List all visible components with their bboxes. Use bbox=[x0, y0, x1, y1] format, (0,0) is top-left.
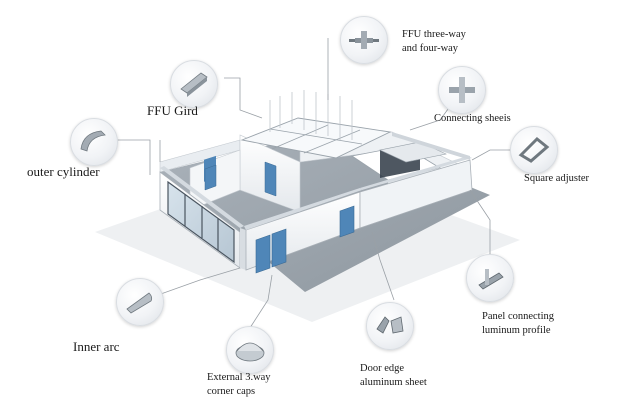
label-panel-connecting: Panel connecting luminum profile bbox=[482, 310, 554, 338]
ffu-grid-profile-icon bbox=[170, 60, 218, 108]
inner-arc-icon bbox=[116, 278, 164, 326]
label-line: FFU three-way bbox=[402, 29, 466, 40]
right-outer-wall bbox=[359, 159, 473, 229]
ceiling-panels bbox=[240, 117, 392, 159]
label-external-caps: External 3.way corner caps bbox=[207, 371, 271, 399]
label-line: aluminum sheet bbox=[360, 377, 427, 389]
label-line: Panel connecting bbox=[482, 311, 555, 322]
inner-door-2 bbox=[264, 161, 277, 197]
label-inner-arc: Inner arc bbox=[73, 339, 120, 354]
label-door-edge: Door edge aluminum sheet bbox=[360, 362, 427, 390]
leader-lines bbox=[100, 38, 510, 335]
back-right-outer-wall bbox=[392, 132, 470, 160]
label-line: and four-way bbox=[402, 43, 459, 55]
front-door-1 bbox=[255, 234, 271, 274]
ffu-joint-icon bbox=[340, 16, 388, 64]
panel-profile-icon bbox=[466, 254, 514, 302]
label-line: corner caps bbox=[207, 386, 256, 398]
right-outer-wall-top bbox=[360, 156, 472, 190]
label-line: External 3.way bbox=[207, 372, 271, 383]
outer-cylinder-icon bbox=[70, 118, 118, 166]
corner-cap-icon bbox=[226, 326, 274, 374]
front-left-wall-top bbox=[160, 166, 244, 228]
label-line: luminum profile bbox=[482, 325, 551, 337]
inner-door-1b bbox=[204, 164, 217, 191]
front-door-3 bbox=[339, 205, 355, 238]
door-edge-icon bbox=[366, 302, 414, 350]
cross-connector-icon bbox=[438, 66, 486, 114]
square-adjuster-icon bbox=[510, 126, 558, 174]
front-right-wall-top bbox=[244, 188, 362, 230]
label-outer-cylinder: outer cylinder bbox=[27, 164, 100, 179]
front-door-2 bbox=[271, 228, 287, 268]
front-corner bbox=[240, 228, 246, 270]
ceiling-hangers bbox=[269, 90, 353, 140]
label-square-adjuster: Square adjuster bbox=[524, 173, 590, 184]
label-connecting-sheets: Connecting sheeis bbox=[434, 113, 511, 124]
label-line: Door edge bbox=[360, 363, 405, 374]
label-ffu-three-way: FFU three-way and four-way bbox=[402, 28, 466, 56]
label-ffu-gird: FFU Gird bbox=[147, 103, 198, 118]
